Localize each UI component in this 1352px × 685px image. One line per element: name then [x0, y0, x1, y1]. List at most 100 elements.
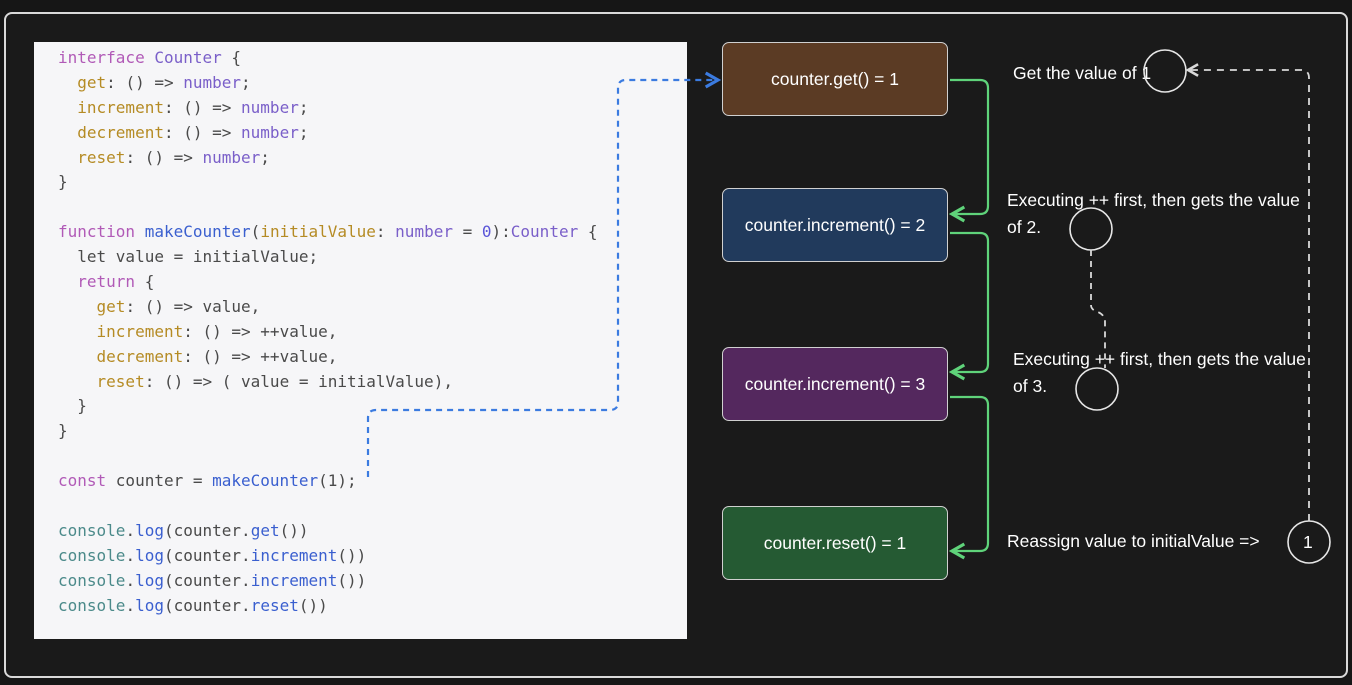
code-token: decrement: [96, 346, 184, 366]
code-token: const: [58, 471, 116, 491]
code-token: console: [58, 545, 126, 565]
code-token: ()): [337, 570, 367, 590]
code-token: ;: [298, 97, 309, 117]
code-token: reset: [77, 147, 126, 167]
code-token: [58, 372, 97, 391]
code-line: increment: () => number;: [58, 96, 687, 121]
code-token: function: [58, 222, 145, 242]
code-token: (counter.: [163, 570, 251, 590]
call-box-increment-1: counter.increment() = 2: [722, 188, 948, 262]
code-line: return {: [58, 270, 687, 295]
code-line: get: () => value,: [58, 295, 687, 320]
code-token: : () => ++value,: [183, 321, 338, 341]
code-line: let value = initialValue;: [58, 245, 687, 270]
code-token: number: [241, 122, 299, 142]
code-token: [58, 123, 77, 142]
code-token: ()): [279, 520, 309, 540]
code-panel: interface Counter { get: () => number; i…: [34, 42, 687, 639]
code-token: .: [125, 520, 136, 540]
code-token: makeCounter: [212, 471, 319, 491]
code-token: }: [58, 396, 87, 416]
code-token: :: [375, 222, 396, 242]
code-token: =: [452, 222, 482, 242]
code-line: [58, 494, 687, 519]
code-line: get: () => number;: [58, 71, 687, 96]
code-token: increment: [250, 545, 338, 565]
code-token: [58, 347, 97, 366]
code-token: get: [96, 296, 126, 316]
code-token: : () =>: [106, 72, 184, 92]
code-line: function makeCounter(initialValue: numbe…: [58, 220, 687, 245]
call-box-increment-2-label: counter.increment() = 3: [744, 373, 926, 394]
code-token: ;: [260, 147, 270, 167]
code-line: decrement: () => number;: [58, 121, 687, 146]
code-token: [58, 98, 77, 117]
code-line: interface Counter {: [58, 46, 687, 71]
code-token: number: [241, 97, 299, 117]
code-line: console.log(counter.increment()): [58, 544, 687, 569]
code-token: {: [135, 272, 155, 292]
code-token: {: [221, 48, 242, 67]
code-line: decrement: () => ++value,: [58, 345, 687, 370]
code-token: (: [250, 222, 261, 242]
code-token: return: [77, 272, 136, 292]
call-box-reset: counter.reset() = 1: [722, 506, 948, 580]
code-line: increment: () => ++value,: [58, 320, 687, 345]
code-token: makeCounter: [144, 222, 251, 242]
code-line: }: [58, 419, 687, 444]
note-reset: Reassign value to initialValue =>: [1007, 531, 1260, 551]
code-token: ;: [298, 122, 309, 142]
code-token: (1);: [318, 471, 357, 491]
note-increment-2: Executing ++ first, then gets the value …: [1013, 349, 1306, 396]
code-line: reset: () => number;: [58, 146, 687, 171]
code-token: }: [58, 421, 68, 441]
code-line: }: [58, 394, 687, 419]
note-increment-1: Executing ++ first, then gets the value …: [1007, 190, 1300, 237]
code-token: get: [250, 520, 280, 540]
code-line: [58, 444, 687, 469]
call-box-get: counter.get() = 1: [722, 42, 948, 116]
code-token: increment: [77, 97, 164, 117]
code-token: number: [202, 147, 261, 167]
call-box-get-label: counter.get() = 1: [771, 68, 899, 89]
code-token: [58, 297, 97, 316]
code-token: [58, 73, 77, 92]
code-token: log: [135, 520, 164, 540]
code-token: Counter: [154, 48, 222, 67]
code-line: reset: () => ( value = initialValue),: [58, 370, 687, 395]
code-token: [58, 322, 97, 341]
code-line: }: [58, 170, 687, 195]
code-token: ()): [298, 595, 328, 615]
code-token: let value = initialValue;: [58, 247, 319, 267]
code-token: : () =>: [163, 122, 242, 142]
note-get: Get the value of 1: [1013, 63, 1152, 83]
code-token: get: [77, 72, 107, 92]
code-token: {: [578, 222, 598, 242]
code-token: log: [135, 570, 164, 590]
code-token: .: [125, 595, 136, 615]
call-box-reset-label: counter.reset() = 1: [763, 532, 907, 553]
code-line: console.log(counter.reset()): [58, 594, 687, 619]
code-token: console: [58, 595, 126, 615]
code-token: interface: [58, 48, 155, 67]
code-token: (counter.: [163, 520, 251, 540]
code-line: [58, 195, 687, 220]
code-token: : () => value,: [125, 296, 261, 316]
code-token: log: [135, 595, 164, 615]
call-box-increment-2: counter.increment() = 3: [722, 347, 948, 421]
code-token: Counter: [510, 222, 579, 242]
code-token: 0: [481, 222, 492, 242]
code-token: console: [58, 520, 126, 540]
code-token: : () =>: [125, 147, 203, 167]
code-token: reset: [96, 371, 145, 391]
code-line: console.log(counter.get()): [58, 519, 687, 544]
code-token: increment: [250, 570, 338, 590]
code-token: reset: [250, 595, 299, 615]
code-token: ()): [337, 545, 367, 565]
call-box-increment-1-label: counter.increment() = 2: [744, 214, 926, 235]
code-line: const counter = makeCounter(1);: [58, 469, 687, 494]
code-token: number: [183, 72, 242, 92]
code-token: ):: [491, 222, 511, 242]
code-token: (counter.: [163, 595, 251, 615]
